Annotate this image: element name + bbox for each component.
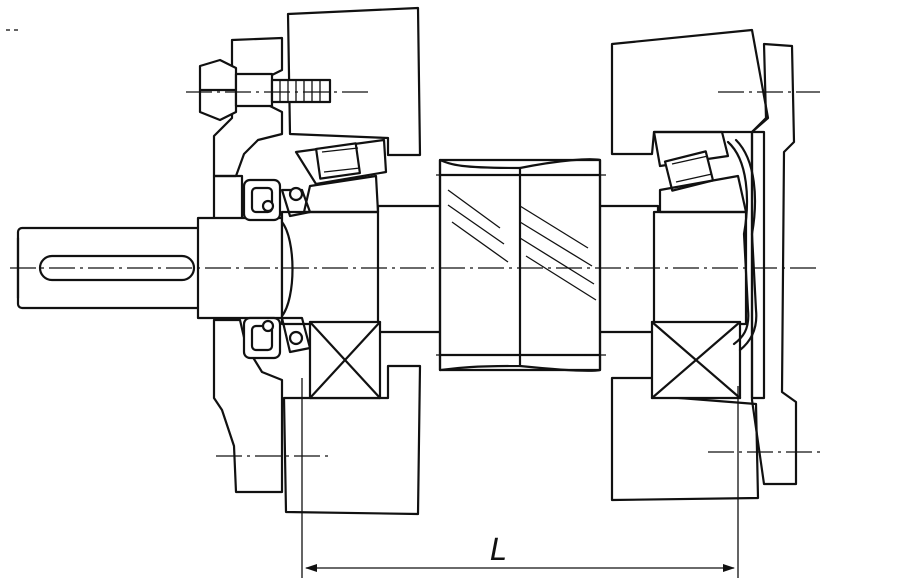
right-circlip xyxy=(726,138,758,352)
left-ball-bearing-lower xyxy=(308,320,382,400)
left-housing-wall xyxy=(282,6,422,516)
bolt xyxy=(198,58,332,122)
left-roller-bearing-upper xyxy=(294,138,388,214)
dimension-L: L xyxy=(301,378,739,578)
helical-gear xyxy=(438,158,602,372)
left-seal-ring-upper xyxy=(242,178,282,222)
dimension-label: L xyxy=(490,533,507,568)
right-ball-bearing-lower xyxy=(650,320,742,400)
left-seal-ring-lower xyxy=(242,316,282,360)
centerlines xyxy=(10,91,820,457)
right-roller-bearing-upper xyxy=(652,130,748,214)
right-end-cover xyxy=(750,42,798,486)
shaft xyxy=(16,204,748,334)
